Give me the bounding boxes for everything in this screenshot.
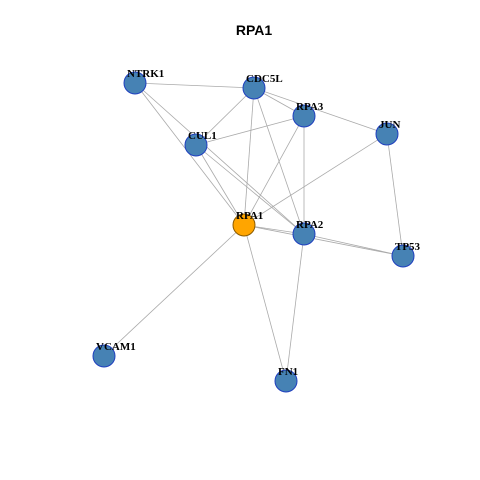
node-label-cdc5l: CDC5L (246, 73, 283, 85)
edge-rpa1-tp53 (243, 224, 404, 257)
edge-cul1-rpa2 (195, 144, 305, 235)
edge-rpa1-fn1 (243, 224, 287, 382)
edge-cdc5l-rpa1 (243, 87, 255, 226)
edge-rpa3-cul1 (195, 115, 305, 146)
node-rpa3[interactable] (292, 104, 316, 128)
node-label-tp53: TP53 (395, 241, 421, 253)
node-label-rpa2: RPA2 (296, 219, 324, 231)
edge-layer (103, 82, 404, 382)
edge-jun-tp53 (386, 133, 404, 257)
node-fn1[interactable] (274, 369, 298, 393)
node-label-rpa1: RPA1 (236, 210, 263, 222)
node-label-jun: JUN (379, 119, 400, 131)
node-layer (92, 71, 415, 393)
node-ntrk1[interactable] (123, 71, 147, 95)
edge-rpa2-tp53 (303, 233, 404, 257)
node-label-ntrk1: NTRK1 (127, 68, 164, 80)
node-cul1[interactable] (184, 133, 208, 157)
edge-cdc5l-jun (253, 87, 388, 135)
node-label-cul1: CUL1 (188, 130, 217, 142)
edge-jun-rpa1 (243, 133, 388, 226)
node-jun[interactable] (375, 122, 399, 146)
edge-rpa3-rpa1 (243, 115, 305, 226)
edge-rpa2-fn1 (285, 233, 305, 382)
edge-rpa1-vcam1 (103, 224, 245, 357)
node-cdc5l[interactable] (242, 76, 266, 100)
node-vcam1[interactable] (92, 344, 116, 368)
node-rpa2[interactable] (292, 222, 316, 246)
node-rpa1[interactable] (232, 213, 256, 237)
node-label-vcam1: VCAM1 (96, 341, 136, 353)
edge-ntrk1-cdc5l (134, 82, 255, 89)
node-label-fn1: FN1 (278, 366, 298, 378)
node-label-rpa3: RPA3 (296, 101, 324, 113)
node-tp53[interactable] (391, 244, 415, 268)
edge-cul1-rpa1 (195, 144, 245, 226)
graph-title: RPA1 (236, 22, 273, 38)
edge-cdc5l-cul1 (195, 87, 255, 146)
edge-ntrk1-rpa2 (134, 82, 305, 235)
